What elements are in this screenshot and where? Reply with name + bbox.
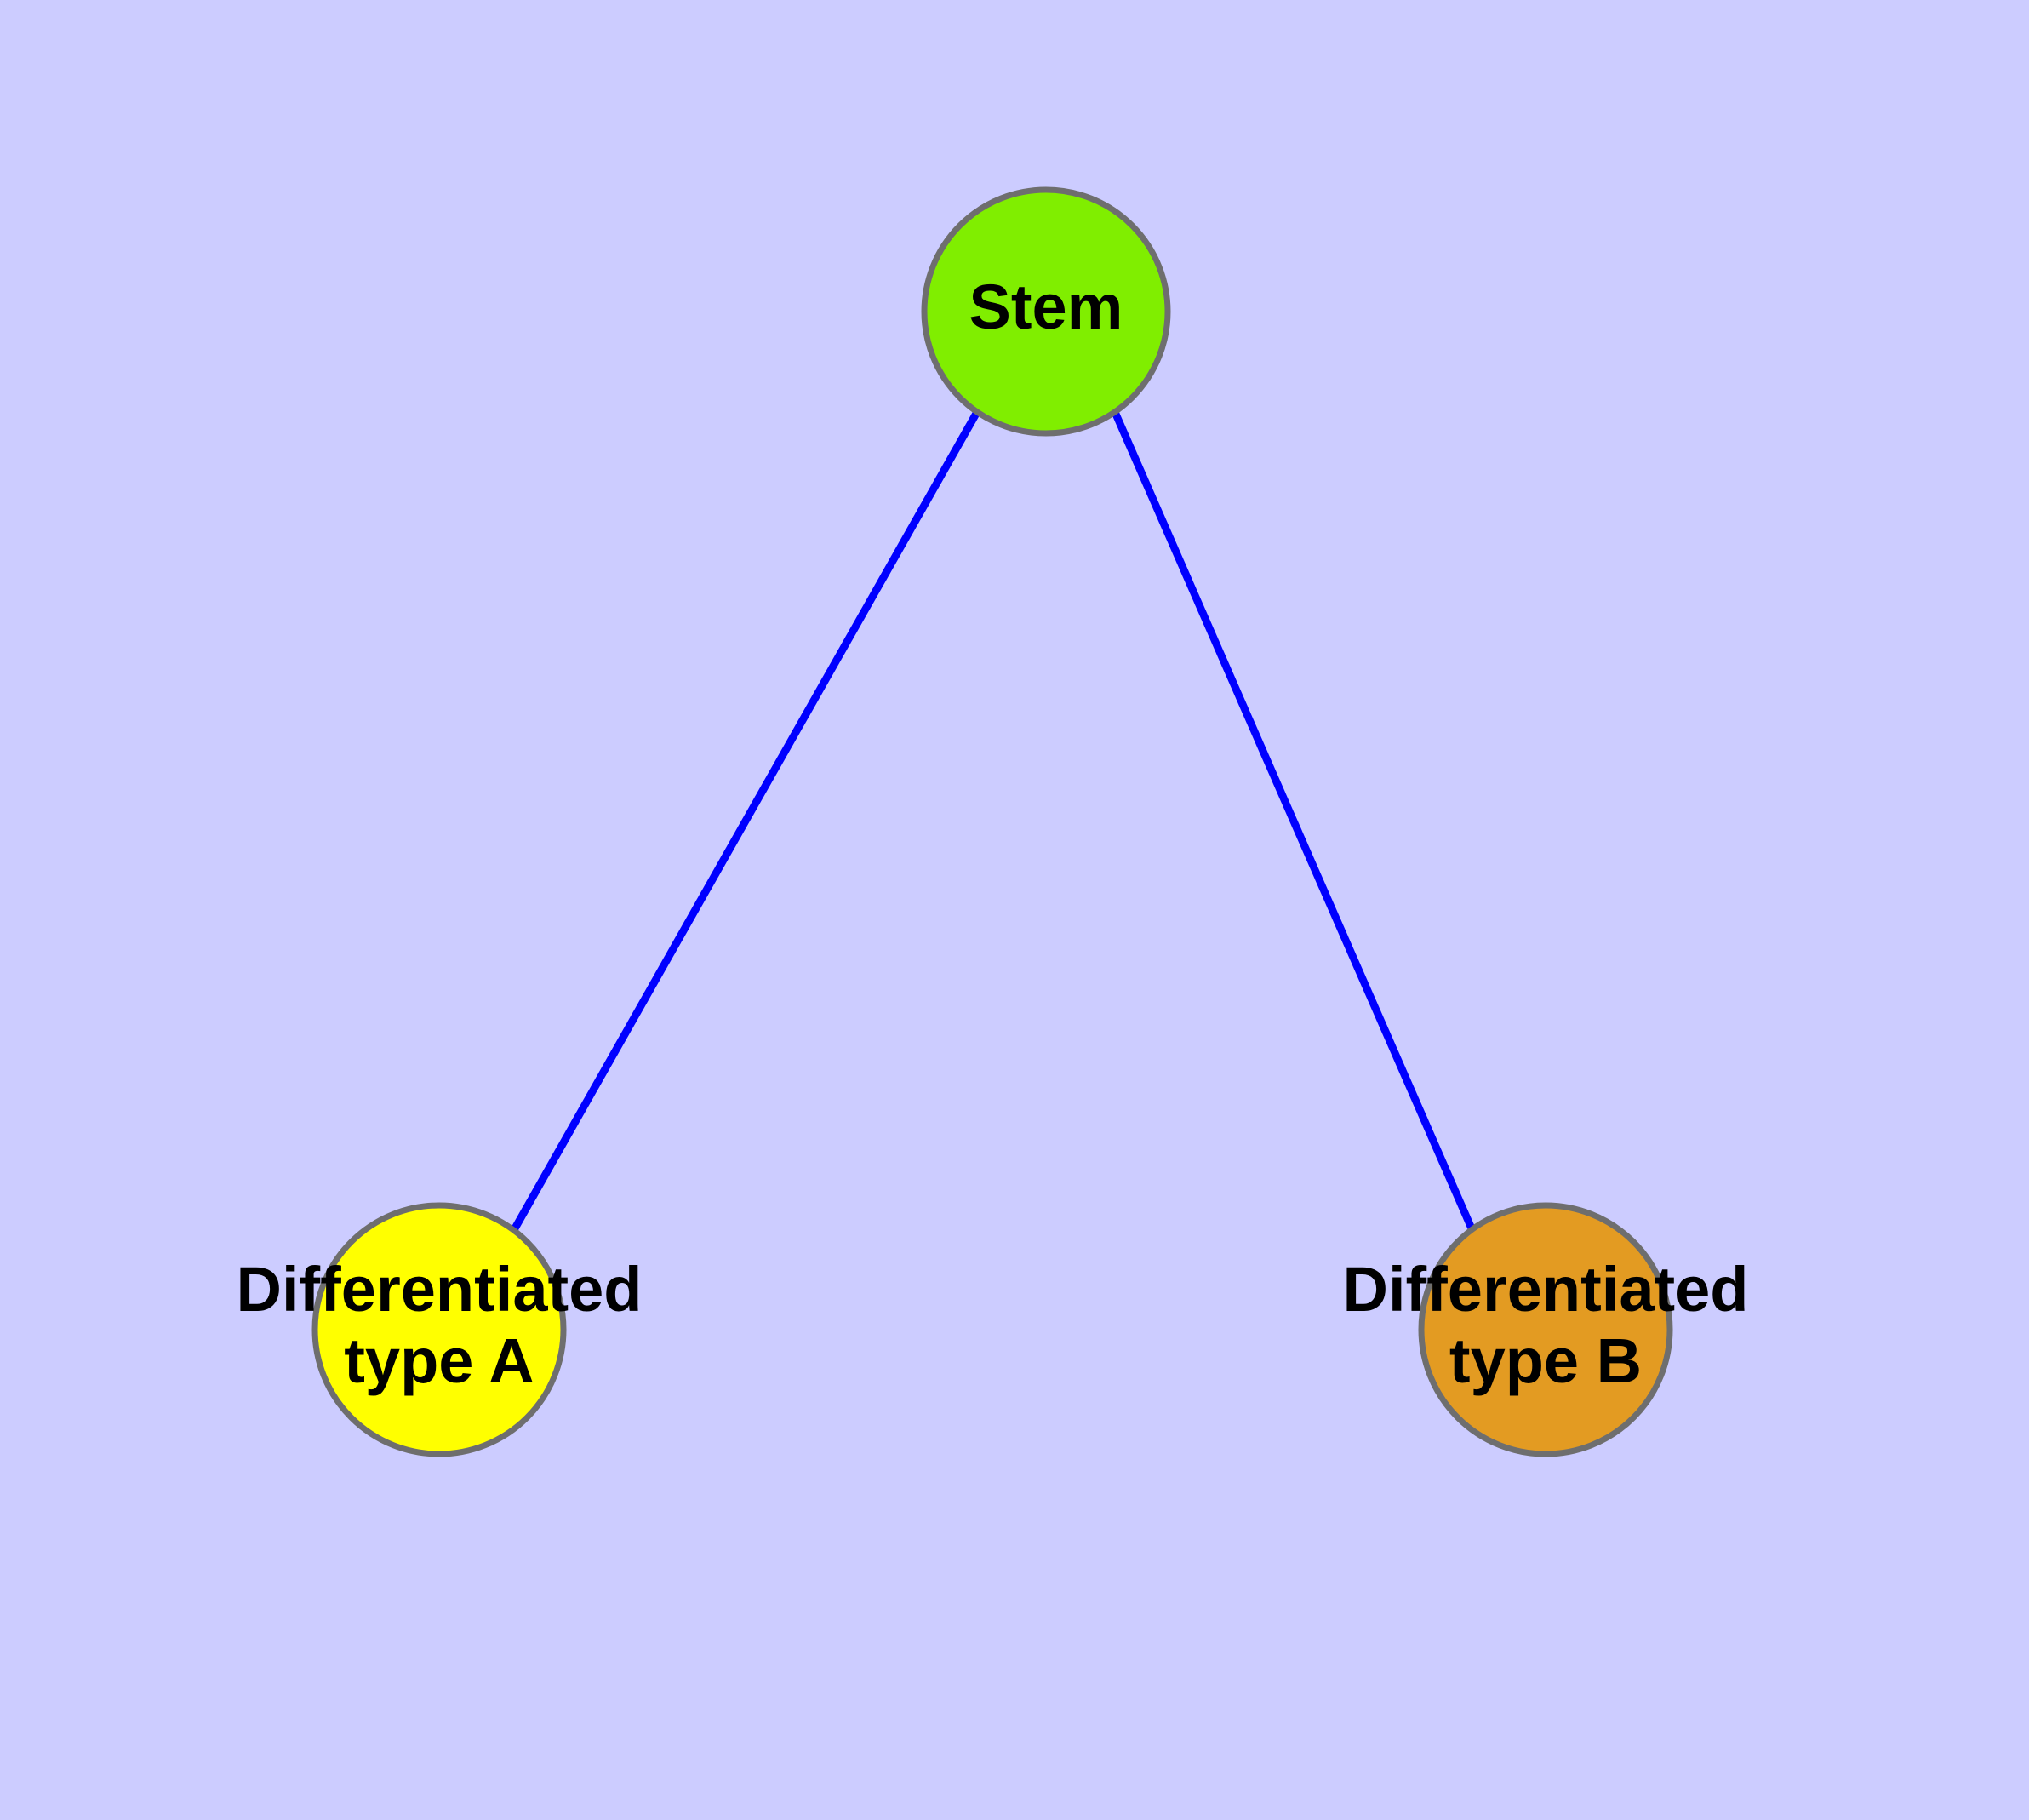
node-label-stem: Stem — [969, 272, 1123, 342]
node-label-line: Differentiated — [1343, 1254, 1749, 1325]
node-label-line: Stem — [969, 272, 1123, 342]
node-circle-diff-b[interactable] — [1418, 1202, 1673, 1457]
node-circle-stem[interactable] — [921, 186, 1171, 437]
graph-node-stem[interactable]: Stem — [921, 186, 1171, 437]
node-label-line: type A — [344, 1325, 534, 1396]
node-label-line: Differentiated — [237, 1254, 643, 1325]
node-label-line: type B — [1449, 1325, 1642, 1396]
graph-edge-stem-to-diff-b — [1111, 410, 1476, 1230]
node-circle-diff-a[interactable] — [311, 1202, 567, 1457]
graph-edge-stem-to-diff-a — [512, 409, 980, 1231]
edges-layer — [512, 409, 1476, 1231]
